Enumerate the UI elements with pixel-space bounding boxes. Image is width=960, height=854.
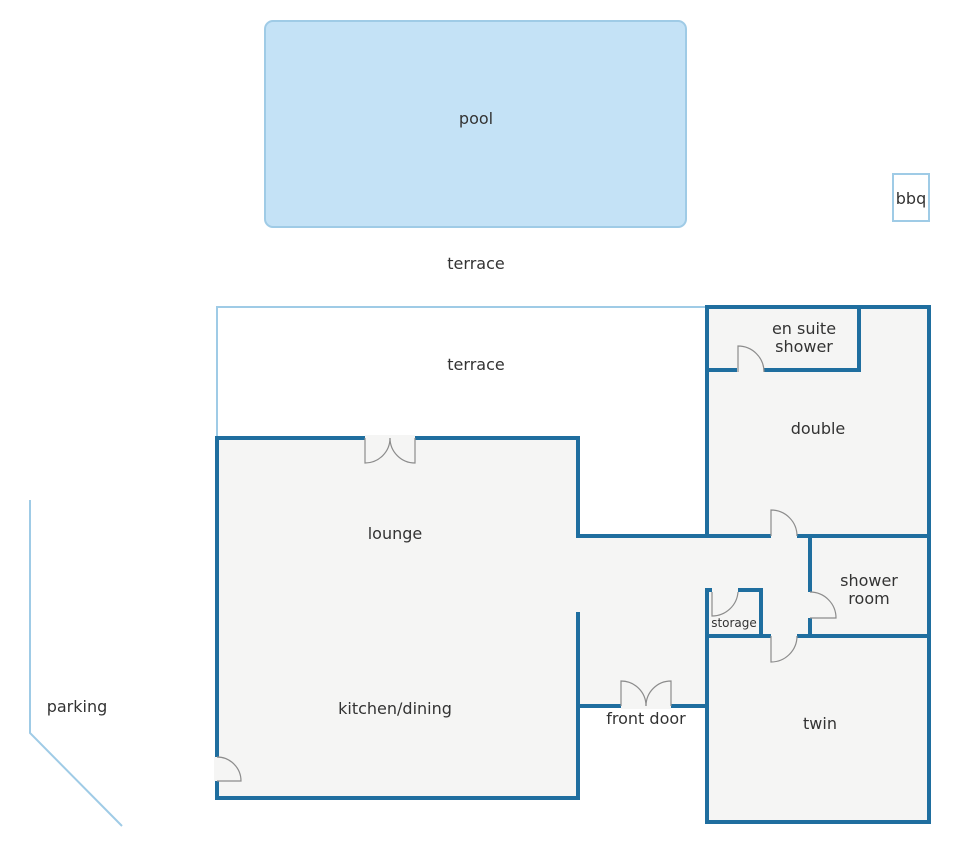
doors — [216, 345, 837, 782]
pool — [264, 20, 687, 228]
label-bbq: bbq — [896, 189, 926, 208]
storage-door — [711, 591, 739, 617]
lounge-terrace-door-left — [364, 437, 391, 464]
label-en-suite-line1: en suite — [772, 319, 836, 338]
floor-areas — [217, 307, 929, 822]
parking-boundary — [29, 500, 123, 827]
twin-door — [770, 635, 798, 663]
label-front-door: front door — [606, 709, 686, 728]
floor-lounge-kitchen — [217, 438, 578, 798]
floor-double — [707, 307, 929, 536]
label-terrace-inner: terrace — [447, 355, 504, 374]
label-pool: pool — [459, 109, 493, 128]
label-kitchen-dining: kitchen/dining — [338, 699, 452, 718]
kitchen-side-door — [216, 756, 242, 782]
shower-room-door — [809, 591, 837, 619]
terrace-outline — [216, 306, 707, 438]
front-door-left — [620, 680, 647, 707]
label-storage: storage — [711, 616, 757, 630]
lounge-terrace-door-right — [389, 437, 416, 464]
label-lounge: lounge — [368, 524, 423, 543]
floor-shower-room — [810, 536, 929, 636]
double-door — [770, 509, 798, 537]
bbq-box — [892, 173, 930, 222]
label-double: double — [791, 419, 846, 438]
front-door-right — [645, 680, 672, 707]
floor-twin — [707, 636, 929, 822]
room-labels: pool bbq terrace terrace en suite shower… — [47, 109, 927, 733]
label-terrace-outer: terrace — [447, 254, 504, 273]
label-twin: twin — [803, 714, 837, 733]
label-parking: parking — [47, 697, 108, 716]
label-en-suite-line2: shower — [775, 337, 833, 356]
label-shower-room-line1: shower — [840, 571, 898, 590]
label-shower-room-line2: room — [848, 589, 889, 608]
en-suite-door — [737, 345, 765, 373]
